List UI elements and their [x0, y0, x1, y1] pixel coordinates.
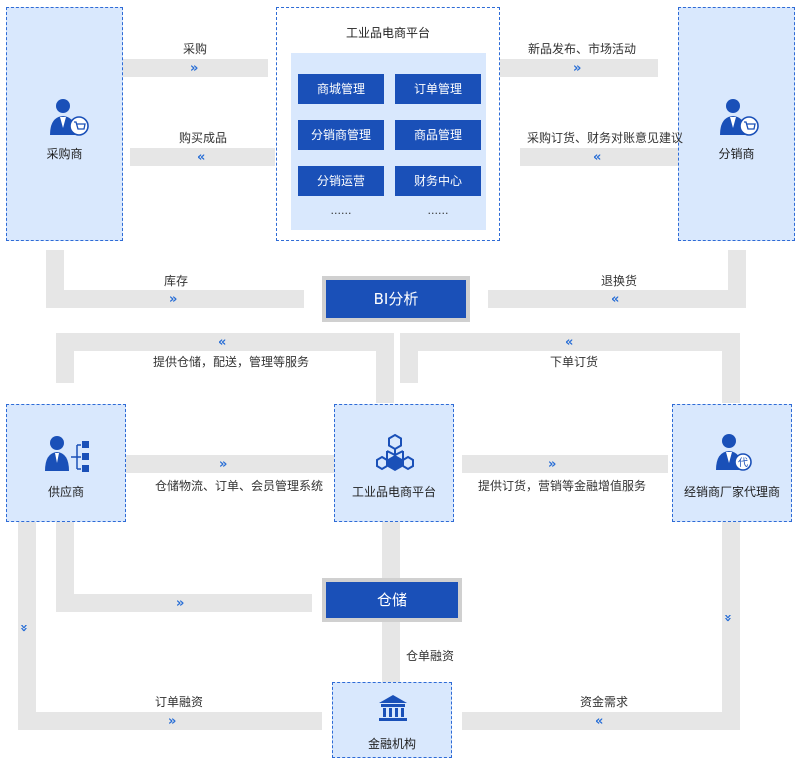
- chevron-right-icon: »: [219, 457, 228, 472]
- flow-label-warehouse-financing: 仓单融资: [406, 649, 455, 663]
- flow-label-storage-services: 提供仓储，配送，管理等服务: [153, 355, 310, 369]
- flow-label-inventory: 库存: [164, 274, 189, 288]
- platform-top-node: 工业品电商平台 商城管理 订单管理 分销商管理 商品管理 分销运营 财务中心 .…: [276, 7, 500, 241]
- module-mall-management[interactable]: 商城管理: [298, 74, 384, 104]
- flow-pipe-returns-horizontal: [488, 290, 746, 308]
- chevron-right-icon: »: [548, 457, 557, 472]
- flow-pipe-inventory-horizontal: [46, 290, 304, 308]
- flow-pipe-order-financing-vertical: [18, 522, 36, 730]
- chevron-right-icon: »: [176, 596, 185, 611]
- flow-label-logistics-systems: 仓储物流、订单、会员管理系统: [155, 479, 324, 493]
- flow-pipe-supplier-storage-horizontal: [56, 594, 312, 612]
- chevron-left-icon: «: [565, 335, 574, 350]
- chevron-left-icon: «: [611, 292, 620, 307]
- platform-top-title: 工业品电商平台: [345, 26, 430, 40]
- finance-node: 金融机构: [332, 682, 452, 758]
- chevron-left-icon: «: [595, 714, 604, 729]
- flow-label-order-financing: 订单融资: [155, 695, 204, 709]
- flow-pipe-supplier-storage-vertical: [56, 522, 74, 612]
- dealer-node: 代 经销商厂家代理商: [672, 404, 792, 522]
- chevron-right-icon: »: [168, 714, 177, 729]
- svg-text:代: 代: [738, 457, 748, 469]
- module-order-management[interactable]: 订单管理: [395, 74, 481, 104]
- flow-label-new-products: 新品发布、市场活动: [528, 42, 637, 56]
- platform-cubes-icon: [376, 433, 414, 471]
- flow-pipe-storage-services-left: [56, 333, 74, 383]
- storage-label: 仓储: [326, 582, 458, 618]
- module-product-management[interactable]: 商品管理: [395, 120, 481, 150]
- flow-pipe-buy-goods: [130, 148, 275, 166]
- bi-analysis-hub: BI分析: [322, 276, 470, 322]
- supplier-label: 供应商: [47, 485, 84, 499]
- module-more-right: ......: [427, 204, 449, 217]
- flow-pipe-order-advice: [520, 148, 678, 166]
- chevron-left-icon: «: [197, 150, 206, 165]
- module-more-left: ......: [330, 204, 352, 217]
- distributor-label: 分销商: [718, 147, 755, 161]
- chevron-left-icon: «: [218, 335, 227, 350]
- finance-label: 金融机构: [367, 737, 416, 751]
- dealer-agent-icon: 代: [716, 434, 752, 471]
- flow-label-place-order: 下单订货: [550, 355, 599, 369]
- flow-label-funding-demand: 资金需求: [580, 695, 629, 709]
- flow-pipe-purchase: [123, 59, 268, 77]
- flow-label-order-advice: 采购订货、财务对账意见建议: [527, 131, 684, 145]
- bi-analysis-label: BI分析: [326, 280, 466, 318]
- chevron-right-icon: »: [573, 61, 582, 76]
- flow-pipe-place-order-left: [400, 333, 418, 383]
- flow-pipe-funding-vertical: [722, 522, 740, 730]
- supplier-node: 供应商: [6, 404, 126, 522]
- chevron-right-icon: »: [169, 292, 178, 307]
- buyer-cart-icon: [50, 99, 89, 136]
- flow-pipe-place-order-top: [400, 333, 740, 351]
- flow-pipe-order-financing-horizontal: [18, 712, 322, 730]
- chevron-left-icon: «: [593, 150, 602, 165]
- module-distributor-management[interactable]: 分销商管理: [298, 120, 384, 150]
- flow-label-buy-goods: 购买成品: [179, 131, 228, 145]
- distributor-cart-icon: [720, 99, 759, 136]
- flow-label-order-services: 提供订货，营销等金融增值服务: [478, 479, 647, 493]
- chevron-right-icon: »: [190, 61, 199, 76]
- flow-pipe-storage-services-right: [376, 333, 394, 403]
- bank-icon: [379, 695, 407, 721]
- flow-pipe-platform-storage: [382, 522, 400, 578]
- supplier-network-icon: [45, 436, 89, 472]
- platform-center-label: 工业品电商平台: [351, 485, 436, 499]
- chevron-down-icon: »: [16, 623, 32, 630]
- buyer-node: 采购商: [6, 7, 123, 241]
- dealer-label: 经销商厂家代理商: [683, 485, 780, 499]
- flow-pipe-funding-horizontal: [462, 712, 740, 730]
- module-distribution-operations[interactable]: 分销运营: [298, 166, 384, 196]
- platform-center-node: 工业品电商平台: [334, 404, 454, 522]
- buyer-label: 采购商: [46, 147, 83, 161]
- module-finance-center[interactable]: 财务中心: [395, 166, 481, 196]
- flow-pipe-storage-services-top: [56, 333, 394, 351]
- flow-pipe-order-services: [462, 455, 668, 473]
- flow-label-returns: 退换货: [601, 274, 638, 288]
- distributor-node: 分销商: [678, 7, 795, 241]
- flow-label-purchase: 采购: [183, 42, 208, 56]
- flow-pipe-place-order-right: [722, 333, 740, 403]
- flow-pipe-logistics: [126, 455, 334, 473]
- storage-hub: 仓储: [322, 578, 462, 622]
- chevron-down-icon: »: [720, 613, 736, 620]
- flow-pipe-new-products: [500, 59, 658, 77]
- flow-pipe-warehouse-financing: [382, 620, 400, 682]
